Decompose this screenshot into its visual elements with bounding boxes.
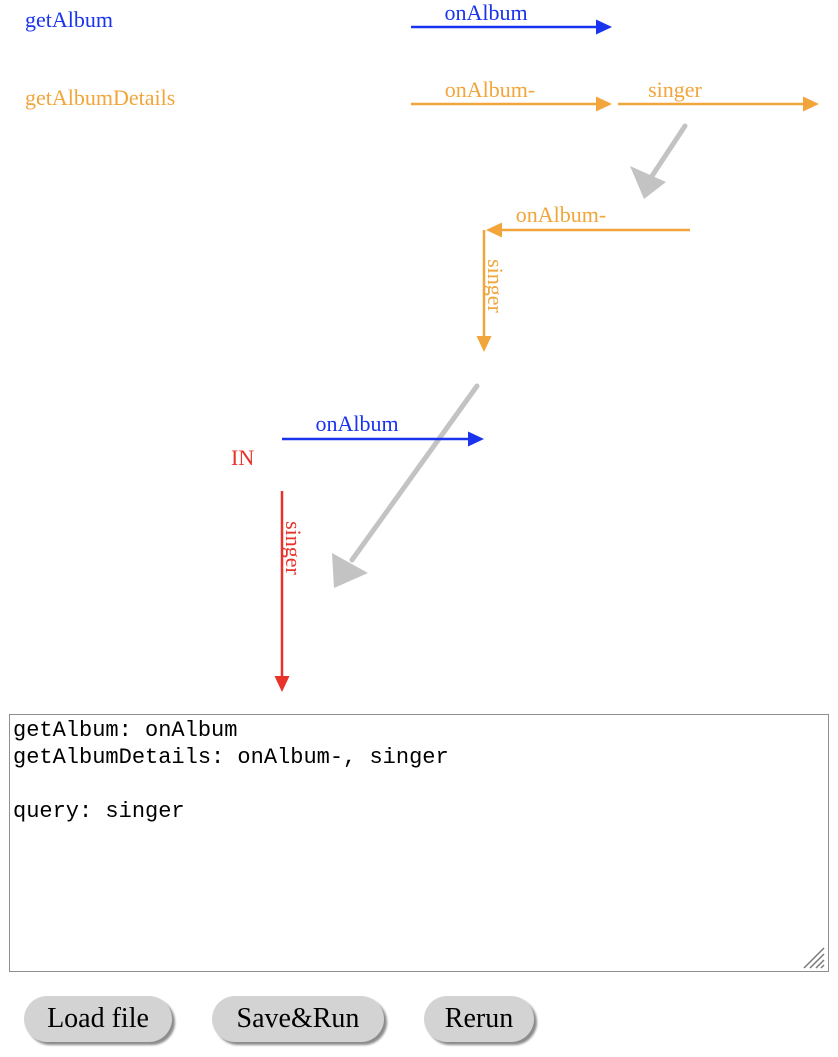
connector-arrow-1 [630,123,688,199]
arrow-on-album-bottom [282,431,484,447]
edge-label-on-album-top: onAlbum [444,0,527,25]
edge-label-on-album-bottom: onAlbum [315,411,398,436]
query-diagram: getAlbum getAlbumDetails onAlbum onAlbum… [25,0,819,692]
method-label-get-album-details: getAlbumDetails [25,85,175,110]
edge-label-singer-3: singer [281,521,306,575]
load-file-button[interactable]: Load file [24,996,172,1042]
arrow-on-album-dash-2 [486,222,690,238]
arrow-singer-1 [618,96,819,112]
method-label-get-album: getAlbum [25,7,113,32]
resize-grip-icon[interactable] [800,944,826,970]
arrow-singer-3 [274,491,290,692]
arrow-singer-2 [476,230,492,352]
save-and-run-button[interactable]: Save&Run [212,996,384,1042]
arrow-on-album-top [411,19,612,35]
in-label: IN [231,445,254,470]
edge-label-singer-2: singer [483,259,508,313]
rerun-button[interactable]: Rerun [424,996,534,1042]
edge-label-singer-1: singer [648,77,702,102]
query-editor[interactable]: getAlbum: onAlbum getAlbumDetails: onAlb… [9,714,829,972]
edge-label-on-album-dash-1: onAlbum- [445,77,535,102]
arrow-on-album-dash-1 [411,96,612,112]
connector-arrow-2 [332,383,480,588]
edge-label-on-album-dash-2: onAlbum- [516,202,606,227]
